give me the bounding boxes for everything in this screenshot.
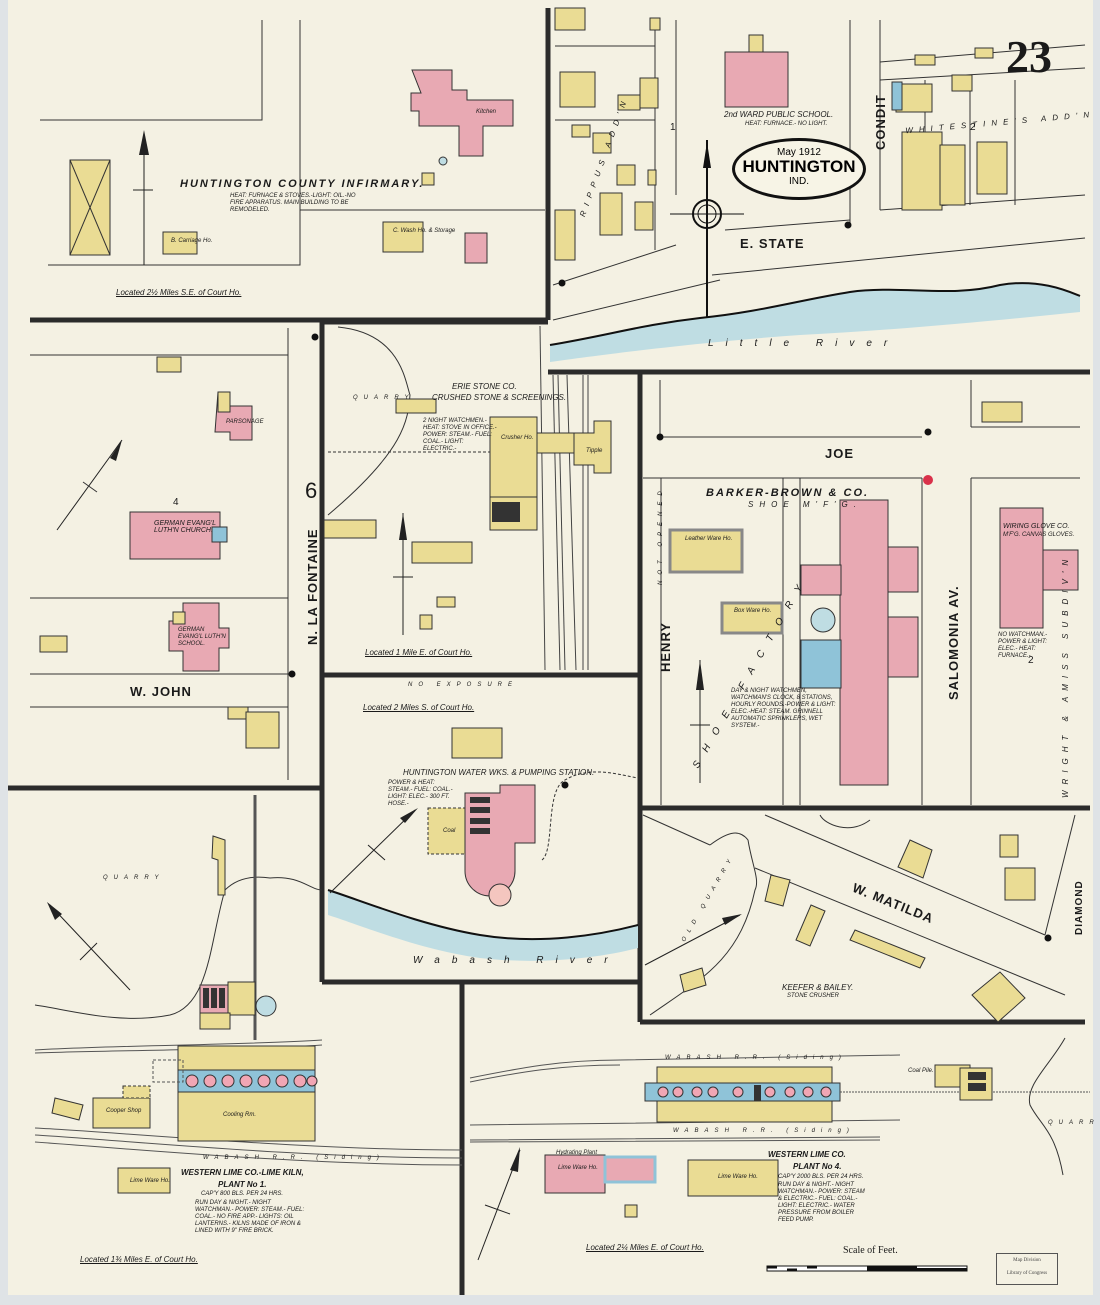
map-date: May 1912: [777, 147, 821, 158]
plant4-plant: PLANT No 4.: [793, 1162, 842, 1171]
hydrating-plant-label: Hydrating Plant: [556, 1150, 598, 1156]
block-number-2-glove: 2: [1028, 655, 1034, 666]
plant4-title: WESTERN LIME CO.: [768, 1150, 846, 1159]
kiln1-note: RUN DAY & NIGHT.- NIGHT WATCHMAN.- POWER…: [195, 1200, 305, 1234]
church-name: GERMAN EVANG'L LUTH'N CHURCH.: [154, 520, 216, 534]
lime-warehouse-1-label: Lime Ware Ho.: [130, 1178, 170, 1184]
street-diamond: DIAMOND: [1074, 880, 1085, 935]
wabash-siding-label-2: WABASH R.R. (Siding): [665, 1055, 847, 1061]
block-number-2: 2: [970, 122, 976, 133]
scale-label: Scale of Feet.: [843, 1245, 898, 1256]
map-sheet: 23 May 1912 HUNTINGTON IND. Map Division…: [8, 0, 1100, 1295]
school-name: 2nd WARD PUBLIC SCHOOL.: [724, 110, 834, 119]
erie-note: 2 NIGHT WATCHMEN.- HEAT: STOVE IN OFFICE…: [423, 418, 497, 452]
map-linework: [8, 7, 1090, 1295]
quarry-label-plant4: QUARRY: [1048, 1120, 1100, 1126]
quarry-label-kiln1: QUARRY: [103, 875, 165, 881]
block-number-1: 1: [670, 122, 676, 133]
erie-title: ERIE STONE CO.: [452, 382, 517, 391]
street-n-la-fontaine: N. LA FONTAINE: [305, 528, 320, 645]
water-works-title: HUNTINGTON WATER WKS. & PUMPING STATION.: [403, 768, 595, 777]
quarry-label-erie: QUARRY: [353, 395, 415, 401]
cooling-room-label: Cooling Rm.: [223, 1112, 257, 1118]
street-henry: HENRY: [658, 621, 673, 672]
lime-warehouse-hydrating-label: Lime Ware Ho.: [558, 1165, 598, 1171]
tipple-label: Tipple: [586, 448, 603, 454]
wright-amiss-subdivision: WRIGHT & AMISS SUBDIV'N: [1061, 553, 1070, 798]
erie-location: Located 1 Mile E. of Court Ho.: [365, 648, 473, 657]
barker-brown-note: DAY & NIGHT WATCHMEN, WATCHMAN'S CLOCK, …: [731, 688, 836, 729]
plant4-note: RUN DAY & NIGHT.- NIGHT WATCHMAN.- POWER…: [778, 1182, 865, 1223]
wabash-siding-label-3: WABASH R.R. (Siding): [673, 1128, 855, 1134]
keefer-bailey-title: KEEFER & BAILEY.: [782, 983, 854, 992]
street-number: 6: [305, 478, 318, 503]
wiring-glove-name: WIRING GLOVE CO.: [1003, 523, 1070, 530]
infirmary-note: HEAT: FURNACE & STOVES.-LIGHT: OIL.-NO F…: [230, 193, 356, 213]
coal-label-ww: Coal: [443, 828, 456, 834]
street-condit: CONDIT: [873, 94, 888, 150]
no-exposure-label: NO EXPOSURE: [408, 682, 519, 688]
wiring-glove-note: NO WATCHMAN.- POWER & LIGHT: ELEC.- HEAT…: [998, 632, 1048, 659]
state-abbrev: IND.: [789, 176, 809, 187]
barker-brown-title: BARKER-BROWN & CO.: [706, 487, 870, 499]
infirmary-location: Located 2½ Miles S.E. of Court Ho.: [116, 288, 242, 297]
little-river-label: Little River: [708, 338, 900, 349]
not-opened-label: NOT OPENED: [658, 485, 664, 585]
title-cartouche: May 1912 HUNTINGTON IND.: [732, 138, 866, 200]
cooper-shop-label: Cooper Shop: [106, 1108, 142, 1114]
water-works-note: POWER & HEAT: STEAM.- FUEL: COAL.- LIGHT…: [388, 780, 453, 807]
wabash-river-label: Wabash River: [413, 955, 620, 966]
erie-subtitle: CRUSHED STONE & SCREENINGS.: [432, 393, 567, 402]
street-salomonia: SALOMONIA AV.: [946, 585, 961, 700]
street-w-john: W. JOHN: [130, 684, 192, 699]
block-number-4: 4: [173, 497, 179, 508]
wabash-siding-label-1: WABASH R.R. (Siding): [203, 1155, 385, 1161]
keefer-bailey-subtitle: STONE CRUSHER: [787, 993, 839, 999]
kiln1-title: WESTERN LIME CO.-LIME KILN,: [181, 1168, 304, 1177]
kiln1-location: Located 1¾ Miles E. of Court Ho.: [80, 1255, 198, 1264]
city-name: HUNTINGTON: [742, 157, 856, 176]
plant4-location: Located 2¼ Miles E. of Court Ho.: [586, 1243, 704, 1252]
wiring-glove-product: M'F'G. CANVAS GLOVES.: [1003, 532, 1075, 538]
street-joe: JOE: [825, 446, 855, 461]
carriage-house-label: B. Carriage Ho.: [171, 238, 213, 244]
leather-warehouse-label: Leather Ware Ho.: [685, 536, 733, 542]
sheet-number: 23: [1006, 31, 1052, 82]
kitchen-label: Kitchen: [476, 109, 497, 115]
crusher-house-label: Crusher Ho.: [501, 435, 534, 441]
library-stamp: Map Division Library of Congress: [996, 1253, 1058, 1285]
box-warehouse-label: Box Ware Ho.: [734, 608, 772, 614]
wash-house-label: C. Wash Ho. & Storage: [393, 228, 456, 234]
kiln1-capacity: CAP'Y 800 BLS. PER 24 HRS.: [201, 1191, 284, 1197]
water-works-location: Located 2 Miles S. of Court Ho.: [363, 703, 475, 712]
school-note: HEAT: FURNACE.- NO LIGHT.: [745, 121, 828, 127]
infirmary-title: HUNTINGTON COUNTY INFIRMARY.: [180, 178, 425, 190]
coal-pile-label: Coal Pile.: [908, 1068, 934, 1074]
school-name-german: GERMAN EVANG'L LUTH'N SCHOOL.: [178, 627, 226, 647]
parsonage-label: PARSONAGE: [226, 419, 264, 425]
street-e-state: E. STATE: [740, 236, 805, 251]
kiln1-plant: PLANT No 1.: [218, 1180, 267, 1189]
lime-warehouse-2-label: Lime Ware Ho.: [718, 1174, 758, 1180]
barker-brown-subtitle: SHOE M'F'G.: [748, 500, 862, 509]
plant4-capacity: CAP'Y 2000 BLS. PER 24 HRS.: [778, 1174, 864, 1180]
